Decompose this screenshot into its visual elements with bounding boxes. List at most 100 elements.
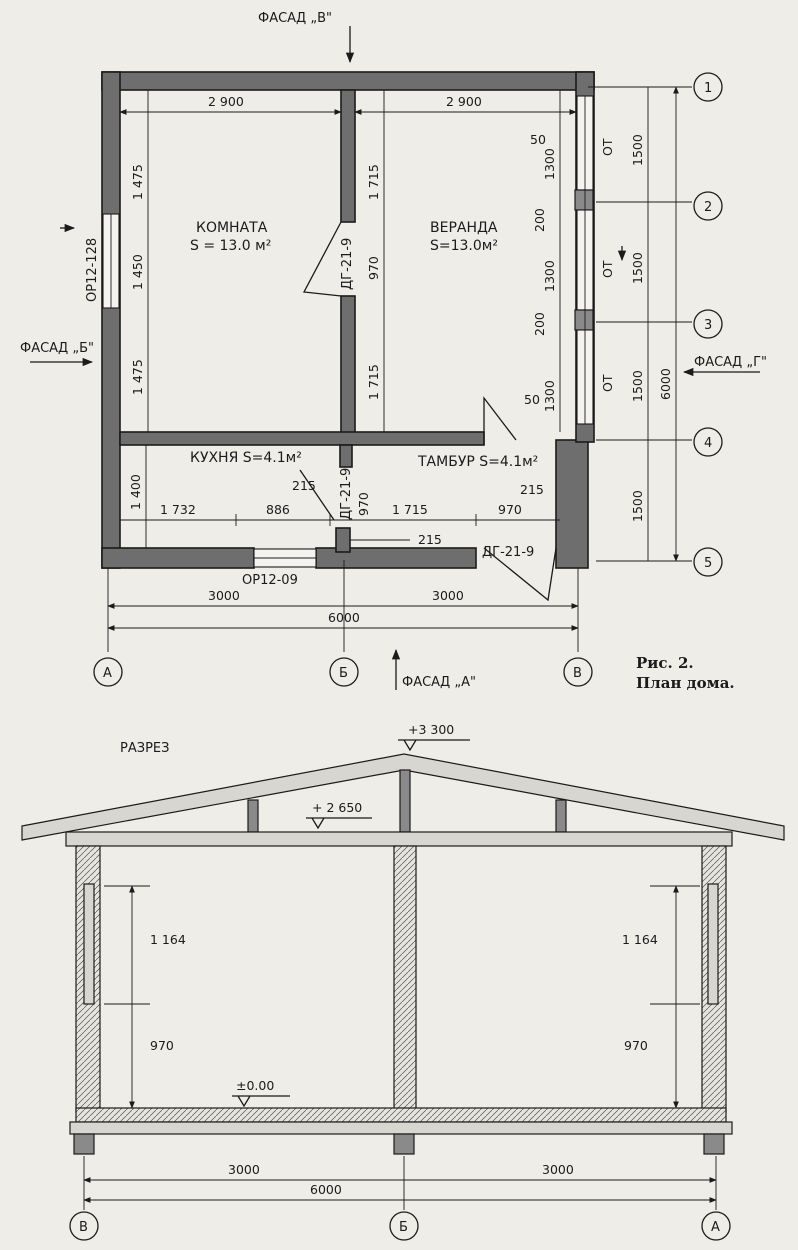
dim-bot-886: 886	[266, 502, 290, 517]
axis-1: 1	[704, 81, 712, 96]
dim-bottom-3000b: 3000	[432, 588, 464, 603]
pier-right-1	[574, 189, 594, 211]
dim-left-970: 970	[150, 1038, 174, 1053]
axis-4: 4	[704, 436, 712, 451]
figure-caption-title: План дома.	[636, 674, 735, 692]
door-swing-veranda	[483, 396, 517, 445]
section-dims-bottom: 3000 3000 6000	[83, 1156, 717, 1210]
facade-a-label: ФАСАД „А"	[402, 675, 476, 690]
dim-bot-215b: 215	[520, 482, 544, 497]
footing-left	[73, 1133, 95, 1155]
section-dims-left: 1 164 970	[104, 885, 186, 1109]
dim-bottom-6000: 6000	[328, 610, 360, 625]
dim-left-2: 1 450	[130, 254, 145, 290]
dims-bottom-inner: 1 732 886 215 970 1 715 970 215 215	[120, 478, 560, 547]
label-window-left: ОР12-128	[85, 238, 100, 302]
floor-beam	[69, 1121, 733, 1135]
facade-g-label: ФАСАД „Г"	[694, 355, 767, 370]
figure-caption-number: Рис. 2.	[636, 654, 694, 672]
dim-right-200b: 200	[532, 312, 547, 336]
dim-left-3: 1 475	[130, 359, 145, 395]
wall-horizontal	[119, 431, 485, 446]
windows	[102, 95, 594, 568]
pier-right-2	[574, 309, 594, 331]
footing-middle	[393, 1133, 415, 1155]
wall-tambur-right	[555, 439, 589, 569]
mark-ceiling: + 2 650	[312, 800, 362, 815]
strut-right	[555, 799, 567, 833]
dim-right-1300b: 1300	[542, 260, 557, 292]
wall-bottom-left	[101, 547, 255, 569]
dims-middle: 1 715 970 1 715	[366, 90, 385, 432]
dims-left: 1 475 1 450 1 475 1 400	[128, 90, 149, 548]
dim-right-1164: 1 164	[622, 932, 658, 947]
room-area-veranda: S=13.0м²	[430, 238, 498, 254]
roof	[21, 753, 785, 841]
dim-bottom-3000a: 3000	[208, 588, 240, 603]
dim-bot-215a: 215	[292, 478, 316, 493]
floor-plan: КОМНАТА S = 13.0 м² ВЕРАНДА S=13.0м² КУХ…	[20, 11, 767, 692]
label-ot-2: ОТ	[600, 260, 615, 278]
dim-bot-1715: 1 715	[392, 502, 428, 517]
facade-markers: ФАСАД „В" ФАСАД „Б" ФАСАД „Г" ФАСАД „А"	[20, 11, 767, 690]
dim-right-200a: 200	[532, 208, 547, 232]
dim-bot-215c: 215	[418, 532, 442, 547]
section-title: РАЗРЕЗ	[120, 741, 169, 756]
wall-partition-upper	[340, 89, 356, 223]
footing-right	[703, 1133, 725, 1155]
section-view: РАЗРЕЗ +3 300 + 2 650 ±0.00	[21, 722, 785, 1241]
dim-right-1300c: 1300	[542, 380, 557, 412]
dims-right-axes: 1500 1500 1500 1500 6000	[588, 86, 692, 562]
dim-bot-1732: 1 732	[160, 502, 196, 517]
ceiling-beam	[65, 831, 733, 847]
dim-axis-1500b: 1500	[630, 252, 645, 284]
label-ot-1: ОТ	[600, 138, 615, 156]
dim-axis-1500c: 1500	[630, 370, 645, 402]
axis-v-section: В	[79, 1220, 88, 1235]
facade-b-label: ФАСАД „Б"	[20, 341, 94, 356]
dim-top-left: 2 900	[208, 94, 244, 109]
section-window-right	[707, 883, 719, 1005]
dim-left-1164: 1 164	[150, 932, 186, 947]
dim-mid-3: 1 715	[366, 364, 381, 400]
door-swing-kitchen	[299, 469, 335, 521]
dim-mid-1: 1 715	[366, 164, 381, 200]
dim-top-right: 2 900	[446, 94, 482, 109]
dim-section-3000b: 3000	[542, 1162, 574, 1177]
dim-axis-6000: 6000	[658, 368, 673, 400]
room-name-komnata: КОМНАТА	[196, 220, 268, 236]
axis-a-section: А	[711, 1220, 720, 1235]
room-label-kitchen: КУХНЯ S=4.1м²	[190, 450, 302, 466]
dim-axis-1500a: 1500	[630, 134, 645, 166]
axis-a-plan: А	[103, 666, 112, 681]
axis-b-plan: Б	[339, 666, 348, 681]
strut-left	[247, 799, 259, 833]
dim-left-4: 1 400	[128, 474, 143, 510]
room-label-tambur: ТАМБУР S=4.1м²	[417, 454, 538, 470]
axis-v-plan: В	[573, 666, 582, 681]
axis-5: 5	[704, 556, 712, 571]
dim-section-3000a: 3000	[228, 1162, 260, 1177]
doors	[299, 221, 557, 602]
room-area-komnata: S = 13.0 м²	[190, 238, 271, 254]
section-dims-right: 1 164 970	[622, 885, 700, 1109]
label-door-inner: ДГ-21-9	[340, 238, 355, 290]
wall-partition-lower	[340, 295, 356, 435]
floor-slab	[75, 1107, 727, 1123]
dim-bot-970: 970	[498, 502, 522, 517]
label-door-kitchen: ДГ-21-9	[339, 468, 354, 520]
dims-right-inner: 50 1300 200 1300 200 1300 50 ОТ ОТ ОТ	[524, 90, 615, 432]
axis-3: 3	[704, 318, 712, 333]
dim-axis-1500d: 1500	[630, 490, 645, 522]
wall-kitchen-end	[335, 527, 351, 553]
facade-v-label: ФАСАД „В"	[258, 11, 332, 26]
wall-left	[101, 71, 121, 569]
ridge-post	[399, 769, 411, 833]
interior-walls	[119, 89, 485, 553]
axis-b-section: Б	[399, 1220, 408, 1235]
dim-bot-970k: 970	[356, 492, 371, 516]
mark-floor: ±0.00	[236, 1078, 274, 1093]
axis-bubbles-section: В Б А	[69, 1211, 731, 1241]
dim-left-1: 1 475	[130, 164, 145, 200]
